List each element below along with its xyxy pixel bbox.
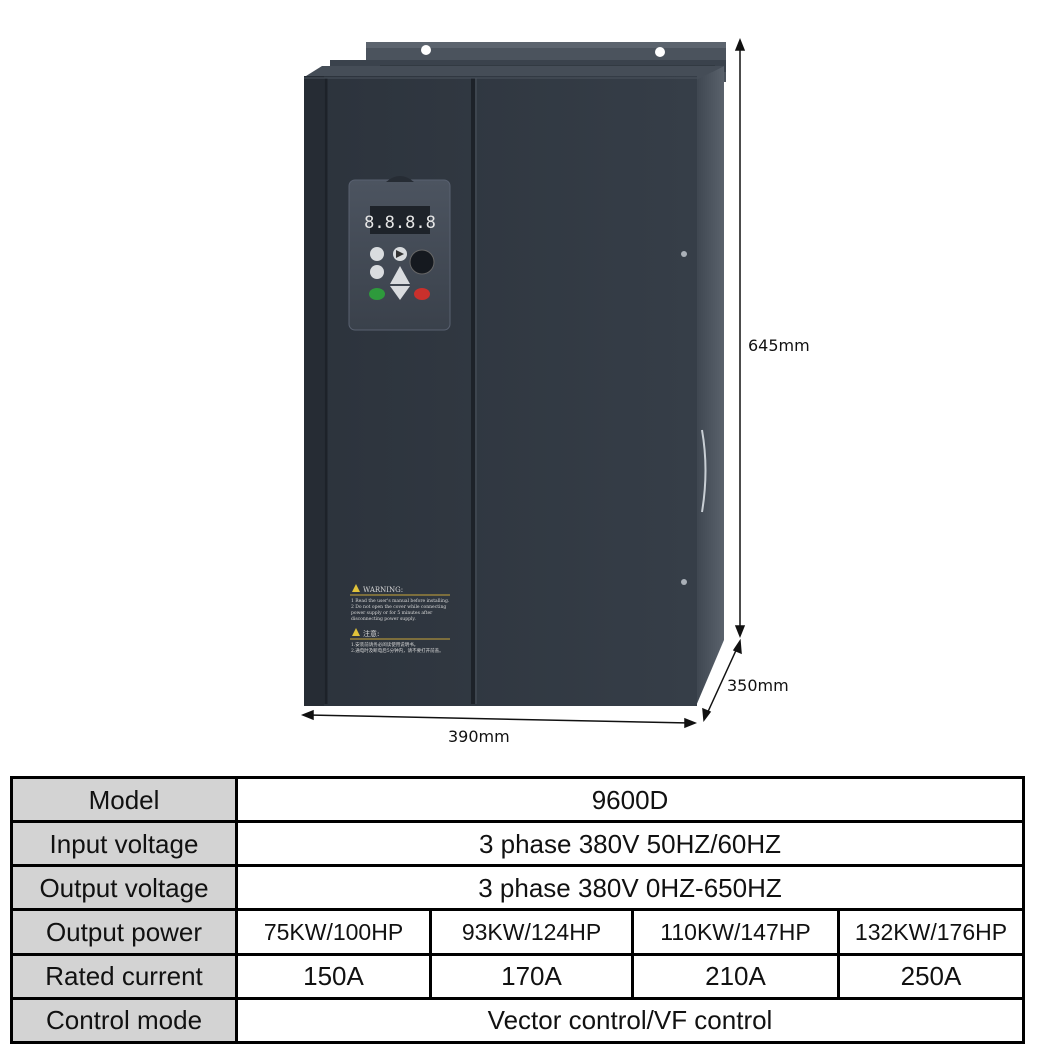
rated-current-value: 210A (631, 952, 840, 1000)
depth-dimension-line (705, 645, 739, 717)
mounting-hole (421, 45, 431, 55)
side-screw (681, 579, 687, 585)
svg-text:power supply or for 5 minute: power supply or for 5 minutes after (351, 610, 433, 616)
warning-triangle-icon (352, 584, 360, 592)
table-row: Model 9600D (10, 775, 1025, 824)
stop-key[interactable] (414, 288, 430, 300)
svg-text:1 Read the user's manual befor: 1 Read the user's manual before installi… (351, 598, 450, 604)
output-power-value: 93KW/124HP (429, 908, 634, 956)
side-screw (681, 251, 687, 257)
knob[interactable] (409, 249, 435, 275)
rated-current-value: 170A (429, 952, 634, 1000)
rated-current-value: 250A (837, 952, 1025, 1000)
svg-text:2 Do not open the cover while: 2 Do not open the cover while connecting (351, 604, 446, 610)
table-row: Rated current 150A 170A 210A 250A (10, 952, 1025, 1000)
svg-text:WARNING:: WARNING: (363, 586, 403, 594)
side-slot (701, 429, 707, 513)
run-key[interactable] (369, 288, 385, 300)
row-label-output-voltage: Output voltage (10, 864, 238, 912)
row-label-rated-current: Rated current (10, 952, 238, 1000)
row-label-control-mode: Control mode (10, 996, 238, 1045)
enter-key[interactable] (370, 265, 384, 279)
input-voltage-value: 3 phase 380V 50HZ/60HZ (235, 820, 1025, 868)
row-label-model: Model (10, 775, 238, 824)
model-value: 9600D (235, 775, 1025, 824)
product-figure: 8.8.8.8 WARNING: 1 Read the user's manua… (300, 37, 746, 729)
output-voltage-value: 3 phase 380V 0HZ-650HZ (235, 864, 1025, 912)
width-dimension-line (307, 714, 691, 724)
down-key[interactable] (390, 286, 410, 300)
row-label-output-power: Output power (10, 908, 238, 956)
up-key[interactable] (390, 266, 410, 284)
cabinet-side-panel (696, 66, 724, 706)
depth-dimension-label: 350mm (727, 676, 789, 695)
control-mode-value: Vector control/VF control (235, 996, 1025, 1045)
table-row: Output voltage 3 phase 380V 0HZ-650HZ (10, 864, 1025, 912)
prog-key[interactable] (370, 247, 384, 261)
output-power-value: 75KW/100HP (235, 908, 432, 956)
svg-text:注意:: 注意: (363, 629, 379, 638)
dimension-lines (300, 37, 746, 729)
svg-text:2.通电时及断电后5分钟内，请不要打开前盖。: 2.通电时及断电后5分钟内，请不要打开前盖。 (351, 647, 444, 654)
table-row: Control mode Vector control/VF control (10, 996, 1025, 1045)
row-label-input-voltage: Input voltage (10, 820, 238, 868)
keypad-panel: 8.8.8.8 (348, 176, 451, 331)
cabinet-edge (304, 76, 324, 706)
svg-text:1.安装前请务必阅读使用说明书。: 1.安装前请务必阅读使用说明书。 (351, 641, 418, 648)
svg-text:disconnecting power supply.: disconnecting power supply. (351, 616, 416, 622)
rated-current-value: 150A (235, 952, 432, 1000)
spec-table: Model 9600D Input voltage 3 phase 380V 5… (10, 775, 1025, 1045)
width-dimension-label: 390mm (448, 727, 510, 746)
table-row: Input voltage 3 phase 380V 50HZ/60HZ (10, 820, 1025, 868)
led-display (370, 206, 430, 234)
mounting-hole (655, 47, 665, 57)
table-row: Output power 75KW/100HP 93KW/124HP 110KW… (10, 908, 1025, 956)
warning-label: WARNING: 1 Read the user's manual before… (350, 584, 450, 654)
height-dimension-label: 645mm (748, 336, 810, 355)
warning-triangle-icon (352, 628, 360, 636)
led-digits: 8.8.8.8 (364, 213, 436, 233)
output-power-value: 132KW/176HP (837, 908, 1025, 956)
output-power-value: 110KW/147HP (631, 908, 840, 956)
